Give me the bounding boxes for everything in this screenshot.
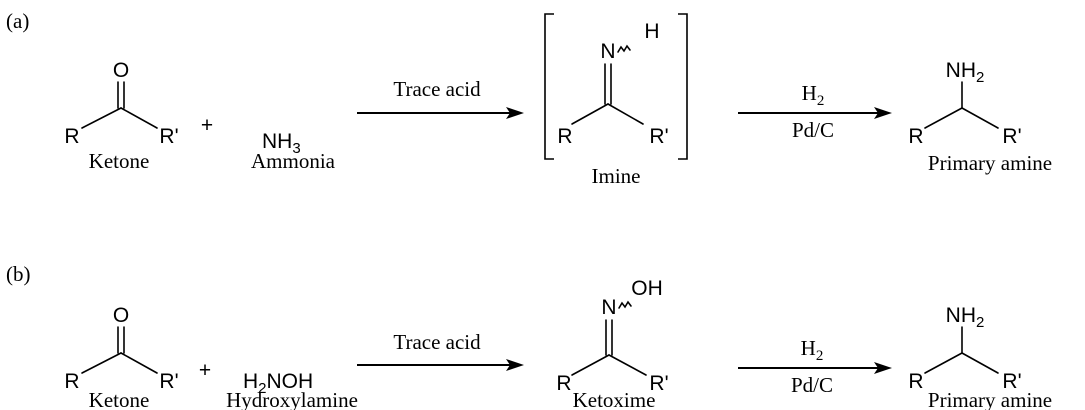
panel-label-b: (b)	[6, 262, 31, 286]
imine-nitrogen-label: N	[600, 40, 615, 63]
primary-amine-structure-a: NH2 R R' Primary amine	[908, 59, 1052, 175]
amine-bond-c-r-prime-b	[961, 352, 999, 374]
amine-bond-c-r-b	[924, 352, 963, 374]
ketone-oxygen-label-b: O	[113, 304, 129, 327]
hydroxylamine-name: Hydroxylamine	[226, 388, 358, 410]
imine-structure: N H R R' Imine	[544, 13, 688, 188]
amine-r-label-a: R	[908, 125, 923, 148]
reaction-arrow-a2: H2 Pd/C	[738, 81, 892, 142]
scheme-a: (a) O R R' Ketone + NH3 Ammonia Trace ac…	[6, 9, 1052, 188]
ketoxime-structure: N OH R R' Ketoxime	[556, 277, 668, 410]
arrowhead-b1	[506, 359, 524, 371]
oxime-bond-c-r-prime	[608, 354, 647, 376]
arrow-label-h2-b: H2	[801, 336, 824, 364]
oxime-bond-c-r	[571, 354, 610, 376]
arrow-label-catalyst-a: Pd/C	[792, 118, 834, 142]
wavy-bond-n-h	[617, 44, 631, 53]
ammonia-formula: NH3	[262, 130, 301, 157]
ketone-structure-a: O R R' Ketone	[64, 59, 178, 173]
bond-c-r-prime	[120, 107, 158, 129]
oxime-hydroxyl-label: OH	[631, 277, 663, 300]
arrow-label-h2-a: H2	[802, 81, 825, 109]
left-bracket	[544, 13, 554, 160]
reaction-arrow-b1: Trace acid	[357, 330, 524, 371]
arrowhead-a1	[506, 107, 524, 119]
arrow-label-catalyst-b: Pd/C	[791, 373, 833, 397]
ketone-r-prime-label-b: R'	[159, 370, 178, 393]
scheme-b: (b) O R R' Ketone + H2NOH Hydroxylamine …	[6, 262, 1052, 410]
right-bracket	[678, 13, 688, 160]
ketone-r-prime-label: R'	[159, 125, 178, 148]
arrow-label-trace-acid-b: Trace acid	[393, 330, 481, 354]
amine-nh2-label-a: NH2	[946, 59, 985, 86]
amine-r-prime-label-b: R'	[1002, 370, 1021, 393]
reaction-arrow-b2: H2 Pd/C	[738, 336, 892, 397]
ketone-structure-b: O R R' Ketone	[64, 304, 178, 410]
imine-r-prime-label: R'	[649, 125, 668, 148]
amine-bond-c-r-a	[924, 107, 963, 129]
ketoxime-name: Ketoxime	[573, 388, 656, 410]
bond-c-r-b	[81, 352, 122, 374]
amine-r-label-b: R	[908, 370, 923, 393]
ketone-r-label-b: R	[64, 370, 79, 393]
plus-sign-a: +	[201, 114, 213, 137]
bond-c-r-prime-b	[120, 352, 158, 374]
amine-nh2-label-b: NH2	[946, 304, 985, 331]
arrow-label-trace-acid-a: Trace acid	[393, 77, 481, 101]
wavy-bond-n-oh	[618, 300, 632, 309]
hydroxylamine-structure: H2NOH Hydroxylamine	[226, 370, 358, 410]
oxime-r-label: R	[556, 372, 571, 395]
reaction-arrow-a1: Trace acid	[357, 77, 524, 119]
ammonia-structure: NH3 Ammonia	[251, 130, 336, 173]
primary-amine-structure-b: NH2 R R' Primary amine	[908, 304, 1052, 410]
imine-name: Imine	[592, 164, 641, 188]
hydroxylamine-formula: H2NOH	[243, 370, 313, 397]
ketone-r-label: R	[64, 125, 79, 148]
imine-bond-c-r-prime	[607, 103, 644, 125]
panel-label-a: (a)	[6, 9, 29, 33]
imine-r-label: R	[557, 125, 572, 148]
ketone-name-b: Ketone	[89, 388, 150, 410]
bond-c-r	[81, 107, 122, 129]
plus-sign-b: +	[199, 359, 211, 382]
amine-bond-c-r-prime-a	[961, 107, 999, 129]
oxime-r-prime-label: R'	[649, 372, 668, 395]
ammonia-name: Ammonia	[251, 149, 336, 173]
oxime-nitrogen-label: N	[601, 296, 616, 319]
ketone-oxygen-label: O	[113, 59, 129, 82]
amine-r-prime-label-a: R'	[1002, 125, 1021, 148]
imine-bond-c-r	[571, 103, 609, 125]
arrowhead-b2	[874, 362, 892, 374]
amine-name-b: Primary amine	[928, 388, 1052, 410]
imine-hydrogen-label: H	[644, 20, 659, 43]
amine-name-a: Primary amine	[928, 151, 1052, 175]
ketone-name: Ketone	[89, 149, 150, 173]
arrowhead-a2	[874, 107, 892, 119]
